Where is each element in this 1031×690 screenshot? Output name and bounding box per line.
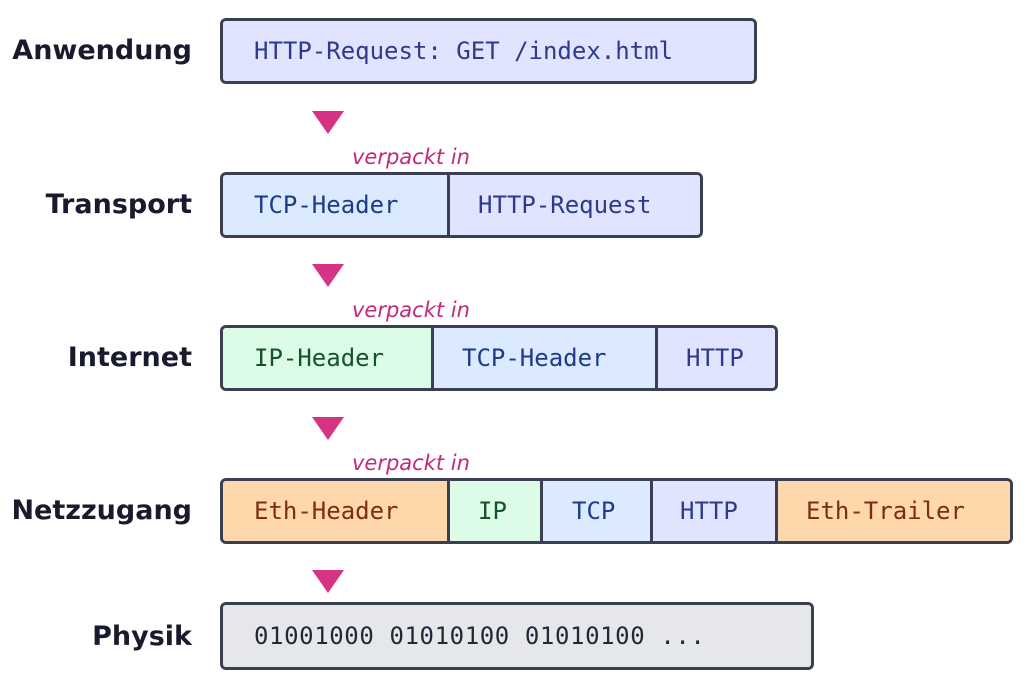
layer-label-physical: Physik: [92, 621, 192, 652]
cell-bitstream: 01001000 01010100 01010100 ...: [223, 605, 811, 667]
layer-label-link: Netzzugang: [11, 495, 192, 526]
cell-tcp: TCP: [540, 481, 650, 541]
cell-tcp-header: TCP-Header: [223, 175, 447, 235]
caption-encapsulated: verpackt in: [352, 451, 470, 475]
layer-label-application: Anwendung: [12, 35, 192, 66]
caption-encapsulated: verpackt in: [352, 145, 470, 169]
cell-ip: IP: [447, 481, 540, 541]
layer-label-internet: Internet: [67, 342, 192, 373]
cell-http-request-get: HTTP-Request: GET /index.html: [223, 21, 754, 81]
cell-http: HTTP: [650, 481, 775, 541]
packet-link: Eth-Header IP TCP HTTP Eth-Trailer: [220, 478, 1013, 544]
down-arrow-icon: [312, 111, 344, 134]
packet-physical: 01001000 01010100 01010100 ...: [220, 602, 814, 670]
layer-label-transport: Transport: [45, 189, 192, 220]
cell-http-request: HTTP-Request: [447, 175, 700, 235]
down-arrow-icon: [312, 570, 344, 593]
packet-transport: TCP-Header HTTP-Request: [220, 172, 703, 238]
cell-eth-trailer: Eth-Trailer: [775, 481, 1010, 541]
cell-http: HTTP: [655, 328, 775, 388]
down-arrow-icon: [312, 264, 344, 287]
down-arrow-icon: [312, 417, 344, 440]
caption-encapsulated: verpackt in: [352, 298, 470, 322]
packet-application: HTTP-Request: GET /index.html: [220, 18, 757, 84]
cell-ip-header: IP-Header: [223, 328, 431, 388]
packet-internet: IP-Header TCP-Header HTTP: [220, 325, 778, 391]
cell-tcp-header: TCP-Header: [431, 328, 655, 388]
cell-eth-header: Eth-Header: [223, 481, 447, 541]
